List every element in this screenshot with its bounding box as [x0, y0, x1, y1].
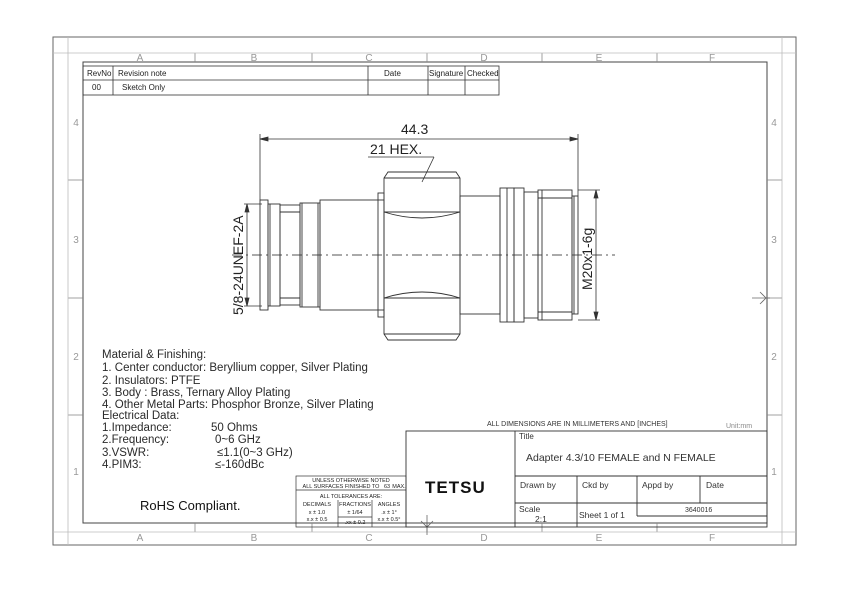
zone-letter-top: E: [596, 53, 603, 64]
zone-number-left: 4: [73, 118, 79, 129]
zone-letter-top: C: [365, 53, 372, 64]
inner-frame: [82, 61, 768, 524]
tolerance-cell: .xx ± 0.2: [345, 520, 366, 526]
zone-dividers: [53, 37, 796, 545]
zone-number-left: 1: [73, 467, 79, 478]
zone-letter-bottom: B: [251, 533, 258, 544]
zone-letter-top: A: [137, 53, 144, 64]
revision-cell-revno: 00: [92, 83, 101, 92]
drawing-number: 3640016: [685, 507, 712, 514]
centering-mark-right: [752, 291, 770, 305]
sheet-number: Sheet 1 of 1: [579, 510, 625, 520]
zone-letter-bottom: E: [596, 533, 603, 544]
dimension-left-thread: 5/8-24UNEF-2A: [230, 215, 246, 315]
tolerance-cell: x.x ± 0.5°: [378, 517, 401, 523]
tolerance-header: ANGLES: [378, 502, 401, 508]
rohs-note: RoHS Compliant.: [140, 498, 240, 513]
electrical-label: 2.Frequency:: [102, 434, 169, 446]
outer-frame: [52, 36, 797, 546]
zone-number-right: 2: [771, 352, 777, 363]
materials-line: 3. Body : Brass, Ternary Alloy Plating: [102, 387, 290, 399]
tolerance-cell: x ± 1.0: [309, 510, 325, 516]
zone-letter-bottom: A: [137, 533, 144, 544]
tolerance-cell: .x ± 1°: [381, 510, 397, 516]
zone-number-right: 3: [771, 235, 777, 246]
dimension-hex: 21 HEX.: [370, 141, 422, 157]
company-name: TETSU: [425, 478, 486, 497]
zone-letter-bottom: C: [365, 533, 372, 544]
materials-line: 2. Insulators: PTFE: [102, 375, 201, 387]
revision-header-revno: RevNo: [87, 69, 112, 78]
electrical-label: 1.Impedance:: [102, 422, 172, 434]
tolerance-line1: UNLESS OTHERWISE NOTED: [312, 478, 390, 484]
revision-header-date: Date: [384, 69, 401, 78]
tolerance-header: DECIMALS: [303, 502, 331, 508]
unit-tag: Unit:mm: [726, 423, 752, 430]
zone-number-left: 2: [73, 352, 79, 363]
revision-header-signature: Signature: [429, 69, 464, 78]
zone-letter-bottom: F: [709, 533, 715, 544]
zone-number-right: 1: [771, 467, 777, 478]
surface-finish-unit: MAX.: [392, 484, 406, 490]
appd-by-label: Appd by: [642, 480, 674, 490]
zone-number-left: 3: [73, 235, 79, 246]
zone-letter-top: B: [251, 53, 258, 64]
connector-drawing: [232, 171, 615, 341]
materials-line: 1. Center conductor: Beryllium copper, S…: [102, 362, 368, 374]
date-label: Date: [706, 480, 724, 490]
tolerance-header: FRACTIONS: [339, 502, 371, 508]
zone-letter-bottom: D: [480, 533, 487, 544]
zone-letter-top: D: [480, 53, 487, 64]
revision-header-checked: Checked: [467, 69, 499, 78]
revision-table: [82, 65, 500, 96]
drawn-by-label: Drawn by: [520, 480, 557, 490]
electrical-value: 50 Ohms: [211, 422, 258, 434]
tolerance-cell: x.x ± 0.5: [307, 517, 328, 523]
dimension-overall-length: 44.3: [401, 121, 428, 137]
electrical-title: Electrical Data:: [102, 410, 179, 422]
revision-cell-note: Sketch Only: [122, 83, 165, 92]
tolerance-line3: ALL TOLERANCES ARE:: [320, 494, 383, 500]
revision-header-note: Revision note: [118, 69, 167, 78]
drawing-title: Adapter 4.3/10 FEMALE and N FEMALE: [526, 452, 716, 464]
tolerance-line2: ALL SURFACES FINISHED TO: [303, 484, 381, 490]
scale-label: Scale: [519, 504, 541, 514]
electrical-label: 3.VSWR:: [102, 447, 149, 459]
dimension-right-thread: M20x1-6g: [579, 228, 595, 290]
units-note: ALL DIMENSIONS ARE IN MILLIMETERS AND [I…: [487, 421, 668, 428]
electrical-value: ≤1.1(0~3 GHz): [217, 447, 293, 459]
dimension-lines: [244, 134, 600, 321]
zone-letter-top: F: [709, 53, 715, 64]
materials-line: 4. Other Metal Parts: Phosphor Bronze, S…: [102, 399, 374, 411]
zone-number-right: 4: [771, 118, 777, 129]
electrical-value: ≤-160dBc: [215, 459, 264, 471]
tolerance-cell: ± 1/64: [347, 510, 362, 516]
ckd-by-label: Ckd by: [582, 480, 609, 490]
title-label: Title: [519, 432, 534, 441]
materials-title: Material & Finishing:: [102, 349, 206, 361]
scale-value: 2:1: [535, 514, 547, 524]
title-block: [405, 430, 768, 528]
electrical-value: 0~6 GHz: [215, 434, 261, 446]
electrical-label: 4.PIM3:: [102, 459, 142, 471]
surface-finish: 63: [384, 484, 390, 490]
